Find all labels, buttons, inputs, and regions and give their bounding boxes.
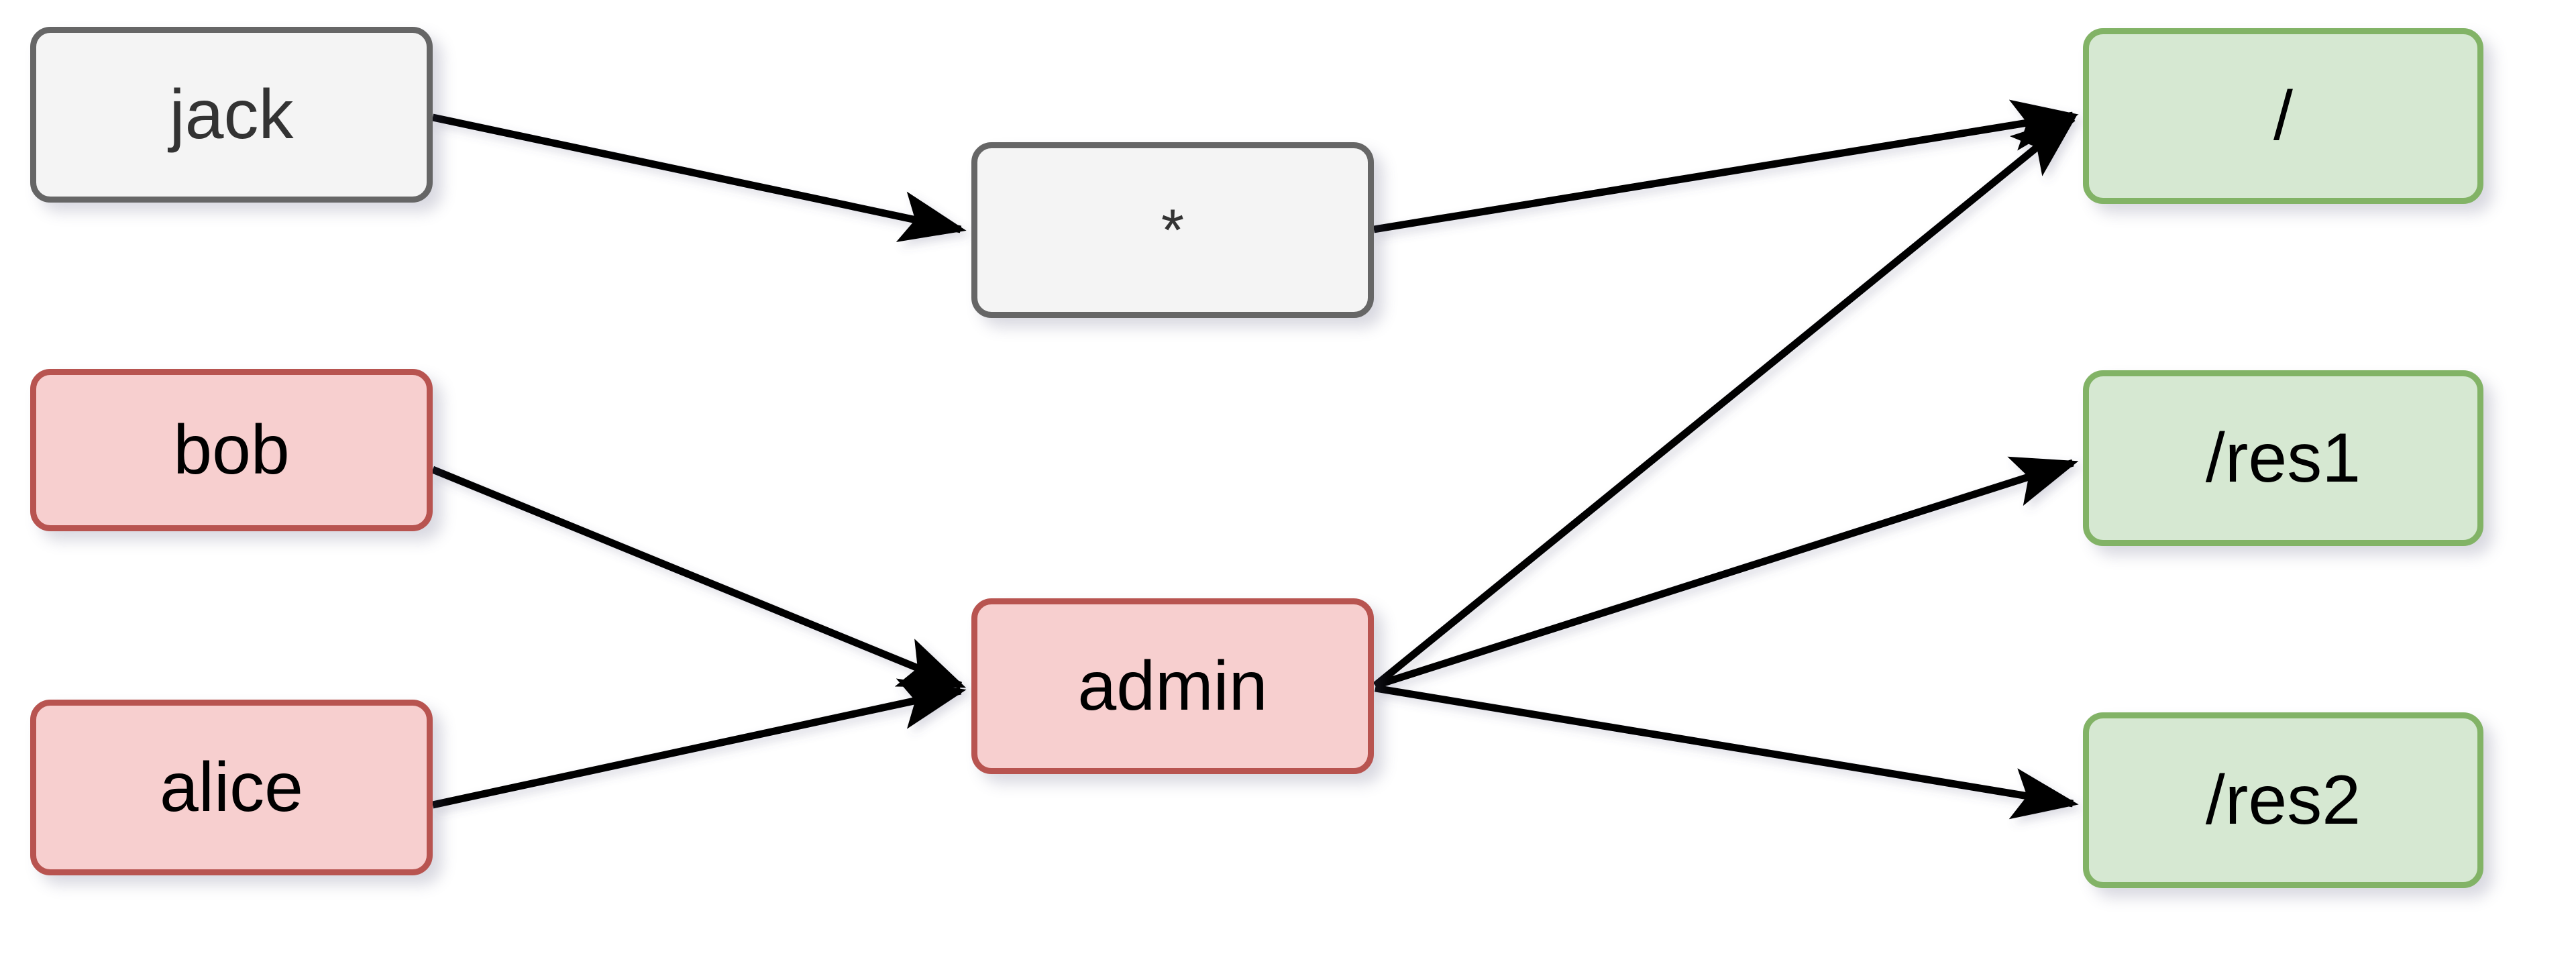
node-jack[interactable]: jack	[30, 27, 433, 203]
node-star-label: *	[1161, 197, 1185, 263]
node-admin[interactable]: admin	[971, 598, 1374, 774]
node-admin-label: admin	[1077, 647, 1268, 725]
edge-star-to-root	[1373, 99, 2079, 233]
node-res2-label: /res2	[2205, 761, 2361, 839]
node-star[interactable]: *	[971, 142, 1374, 318]
node-bob[interactable]: bob	[30, 369, 433, 531]
edge-jack-to-star	[431, 113, 967, 242]
node-jack-label: jack	[169, 76, 294, 154]
edge-alice-to-admin	[431, 678, 967, 809]
node-root[interactable]: /	[2083, 28, 2483, 204]
node-res1[interactable]: /res1	[2083, 370, 2483, 546]
edge-admin-to-root	[1373, 114, 2078, 689]
node-alice[interactable]: alice	[30, 700, 433, 875]
node-root-label: /	[2273, 77, 2293, 155]
edge-admin-to-res1	[1374, 456, 2079, 690]
node-bob-label: bob	[173, 411, 290, 489]
edge-bob-to-admin	[431, 466, 967, 690]
node-res1-label: /res1	[2205, 419, 2361, 497]
node-alice-label: alice	[160, 749, 303, 826]
edge-admin-to-res2	[1375, 684, 2079, 820]
node-res2[interactable]: /res2	[2083, 712, 2483, 888]
